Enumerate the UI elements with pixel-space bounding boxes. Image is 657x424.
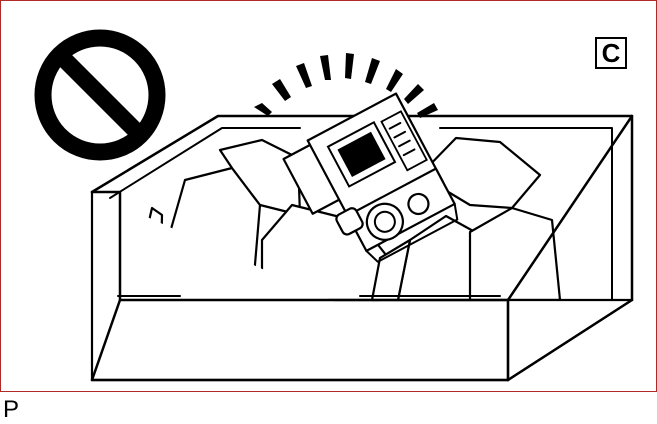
printhead-assembly-icon	[282, 92, 459, 263]
rock	[468, 206, 562, 302]
impact-lines-icon	[254, 53, 438, 118]
prohibition-icon	[34, 29, 166, 161]
storage-box-icon	[90, 114, 634, 382]
rock	[418, 136, 542, 210]
panel-label: C	[595, 37, 627, 69]
corner-mark: P	[3, 396, 20, 423]
